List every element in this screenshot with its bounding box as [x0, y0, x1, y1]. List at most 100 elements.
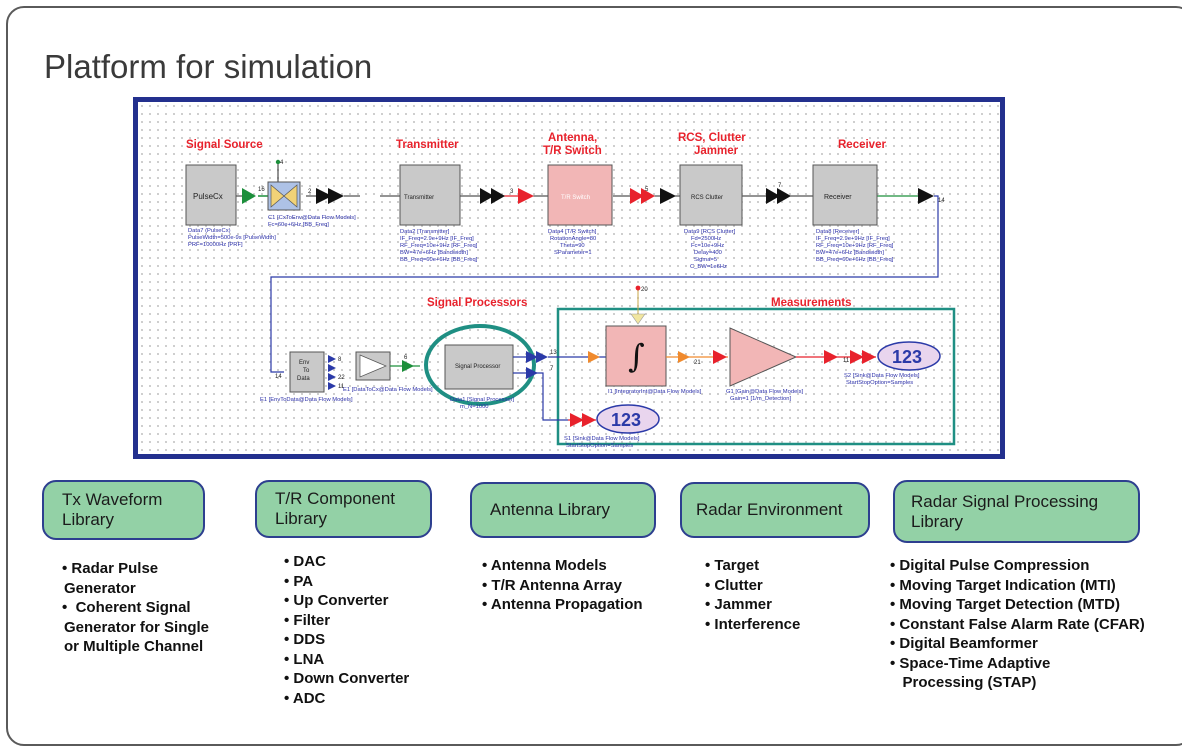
signal-processor-block: [444, 344, 514, 390]
svg-text:C1 [CxToEnv@Data Flow Models]F: C1 [CxToEnv@Data Flow Models]Fc=60e+6Hz …: [268, 215, 356, 228]
rcs-clutter-block-label: RCS Clutter: [691, 195, 723, 201]
transmitter-block: [399, 164, 461, 226]
rcs-clutter-block: [679, 164, 743, 226]
env-to-data-block: [289, 351, 325, 393]
node-label: 6: [404, 355, 408, 361]
receiver-block-label: Receiver: [824, 194, 852, 201]
list-item: Generator for Single: [64, 618, 210, 636]
category-title-line1: T/R Component: [275, 489, 395, 508]
feedback-wire: [270, 195, 939, 373]
signal-source-label: Signal Source: [186, 139, 263, 151]
svg-text:S2 [Sink@Data Flow Models]Star: S2 [Sink@Data Flow Models]StartStopOptio…: [844, 373, 920, 386]
combiner-icon: [359, 354, 387, 378]
node-label: 8: [338, 357, 342, 363]
black-arrow-icon: [316, 188, 332, 204]
list-item: • ADC: [284, 689, 326, 707]
annotation: Data8 [Receiver]: [816, 229, 860, 235]
node-label: 4: [280, 160, 284, 166]
receiver-block: [812, 164, 878, 226]
annotation: BB_Freq=60e+6Hz [BB_Freq]: [400, 257, 478, 263]
category-title-line1: Tx Waveform: [62, 490, 163, 509]
node-label: 13: [550, 350, 557, 356]
small-blue-arrows: [328, 355, 336, 390]
red-arrow-icon: [570, 413, 584, 427]
list-item: • Constant False Alarm Rate (CFAR): [890, 615, 1145, 633]
control-arrow-icon: [630, 313, 646, 325]
black-arrow-icon: [766, 188, 780, 204]
tr-switch-block: [547, 164, 613, 226]
annotation: Fc=60e+6Hz [BB_Freq]: [268, 222, 329, 228]
annotation: Fc=10e+9Hz: [691, 243, 724, 249]
annotation: S1 [Sink@Data Flow Models]: [564, 436, 640, 442]
category-title-line1: Antenna Library: [490, 500, 611, 519]
list-radar-signal-processing: • Digital Pulse Compression • Moving Tar…: [890, 556, 1145, 693]
annotation: RF_Freq=10e+9Hz [RF_Freq]: [400, 243, 478, 249]
annotation: RF_Freq=10e+9Hz [RF_Freq]: [816, 243, 894, 249]
list-item: • Moving Target Detection (MTD): [890, 596, 1120, 613]
list-item: • Up Converter: [284, 592, 389, 609]
annotation: Fd=2500Hz: [691, 236, 721, 242]
red-arrow-icon: [862, 350, 876, 364]
node-label: 7: [550, 366, 554, 372]
black-arrow-icon: [777, 188, 791, 204]
green-arrow-icon: [242, 188, 256, 204]
list-item: Generator: [64, 579, 136, 597]
node-label: 14: [275, 374, 282, 380]
annotation: IF_Freq=2.9e+9Hz [IF_Freq]: [400, 236, 474, 242]
list-item: • Digital Beamformer: [890, 635, 1038, 652]
annotation: G1 [Gain@Data Flow Models]: [726, 389, 803, 395]
blue-wire-down: [513, 372, 568, 421]
blue-arrow-icon: [536, 351, 548, 363]
list-item: • Clutter: [705, 576, 763, 594]
list-item: • LNA: [284, 650, 325, 668]
annotation: Sigma=5: [694, 257, 717, 263]
node-label: 11: [843, 358, 850, 364]
svg-text:Data7 (PulseCx)PulseWidth=500e: Data7 (PulseCx)PulseWidth=500e-9s [Pulse…: [188, 228, 276, 248]
annotation: Data4 [T/R Switch]: [548, 229, 597, 235]
rcs-label-1: RCS, Clutter: [678, 132, 746, 144]
category-antenna: Antenna Library: [470, 482, 656, 538]
node-label: 2: [308, 189, 312, 195]
red-arrow-icon: [630, 188, 644, 204]
node-label: 7: [778, 183, 782, 189]
pulsecx-block: [185, 164, 237, 226]
sink2-icon: [877, 341, 941, 371]
list-item: • Jammer: [705, 596, 772, 613]
annotation: Data9 [RCS Clutter]: [684, 229, 736, 235]
list-item: • Filter: [284, 611, 331, 629]
list-tr-component: • DAC • PA • Up Converter • Filter • DDS…: [284, 552, 409, 708]
list-item: • Space-Time Adaptive: [890, 654, 1051, 672]
rcs-label-2: Jammer: [694, 145, 739, 157]
black-arrow-icon: [480, 188, 494, 204]
annotation: C1 [CxToEnv@Data Flow Models]: [268, 215, 356, 221]
annotation: m_N=1000: [460, 404, 489, 410]
pulsecx-block-label: PulseCx: [193, 192, 223, 201]
sink1-icon: [596, 404, 660, 434]
list-antenna: • Antenna Models • T/R Antenna Array • A…: [482, 556, 643, 615]
list-item: • Radar Pulse: [62, 560, 159, 577]
red-arrow-icon: [518, 188, 534, 204]
receiver-label: Receiver: [838, 139, 886, 151]
category-title-line1: Radar Environment: [696, 500, 843, 519]
orange-arrow-icon: [678, 351, 690, 363]
schematic-diagram: Signal Source Transmitter Antenna, T/R S…: [133, 97, 1005, 459]
annotation: StartStopOption=Samples: [566, 443, 633, 449]
svg-text:Data1 [Signal Processor]m_N=10: Data1 [Signal Processor]m_N=1000: [450, 397, 515, 410]
signal-processors-label: Signal Processors: [427, 297, 527, 309]
annotation: StartStopOption=Samples: [846, 380, 913, 386]
svg-text:S1 [Sink@Data Flow Models]Star: S1 [Sink@Data Flow Models]StartStopOptio…: [564, 436, 640, 449]
sink1-value: 123: [611, 410, 641, 430]
black-arrow-icon: [328, 188, 344, 204]
green-arrow-icon: [402, 360, 414, 372]
category-radar-environment: Radar Environment: [680, 482, 870, 538]
env-to-data-label-1: Env: [299, 360, 309, 366]
list-radar-environment: • Target • Clutter • Jammer • Interferen…: [705, 556, 800, 634]
env-to-data-label-3: Data: [297, 376, 310, 382]
mixer-icon: [270, 184, 298, 208]
svg-text:G1 [Gain@Data Flow Models]Gain: G1 [Gain@Data Flow Models]Gain=1 [1/m_De…: [726, 389, 803, 402]
port-icon: [275, 159, 281, 165]
annotation: RotationAngle=80: [550, 236, 596, 242]
gain-triangle: [729, 327, 798, 387]
